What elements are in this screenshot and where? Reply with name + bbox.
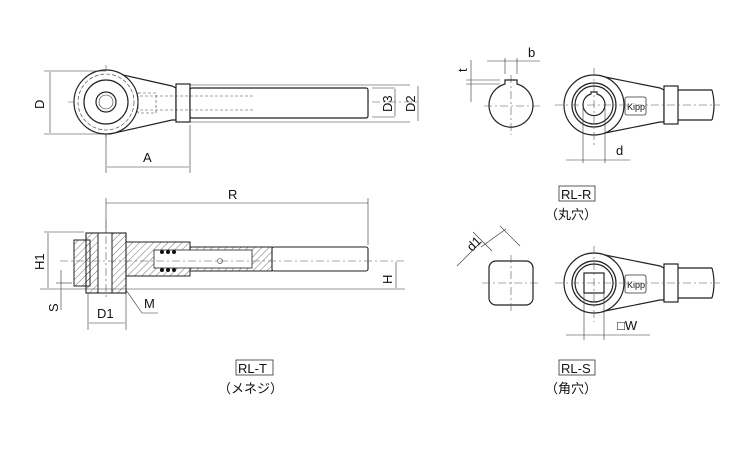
dim-M: M bbox=[144, 296, 155, 311]
dim-t: t bbox=[455, 68, 470, 72]
dim-H1: H1 bbox=[32, 253, 47, 270]
dim-R: R bbox=[228, 187, 237, 202]
model-code-rl-t: RL-T bbox=[238, 361, 267, 376]
view-rl-s: d1 Kipp □W bbox=[456, 225, 720, 340]
model-type-rl-s: （角穴） bbox=[545, 382, 597, 397]
dim-D: D bbox=[32, 100, 47, 109]
top-view: D D3 D2 A bbox=[32, 65, 420, 173]
label-rl-t: RL-T （メネジ） bbox=[218, 359, 283, 397]
dim-D3: D3 bbox=[380, 95, 395, 112]
section-view-rl-t: R H1 H S D1 M bbox=[32, 187, 405, 330]
model-type-rl-t: （メネジ） bbox=[218, 382, 283, 397]
brand-logo-r: Kipp bbox=[627, 102, 645, 112]
dim-A: A bbox=[143, 150, 152, 165]
dim-W: □W bbox=[617, 318, 638, 333]
model-code-rl-s: RL-S bbox=[561, 361, 591, 376]
brand-logo-s: Kipp bbox=[627, 280, 645, 290]
label-rl-r: RL-R （丸穴） bbox=[545, 185, 597, 223]
dim-H: H bbox=[380, 275, 395, 284]
dim-d: d bbox=[616, 143, 623, 158]
model-code-rl-r: RL-R bbox=[561, 187, 591, 202]
label-rl-s: RL-S （角穴） bbox=[545, 359, 597, 397]
dim-S: S bbox=[46, 303, 61, 312]
view-rl-r: b t Kipp d bbox=[455, 45, 720, 163]
dim-d1: d1 bbox=[464, 233, 485, 254]
dim-b: b bbox=[528, 45, 535, 60]
dim-D2: D2 bbox=[403, 95, 418, 112]
model-type-rl-r: （丸穴） bbox=[545, 208, 597, 223]
dim-D1: D1 bbox=[97, 306, 114, 321]
